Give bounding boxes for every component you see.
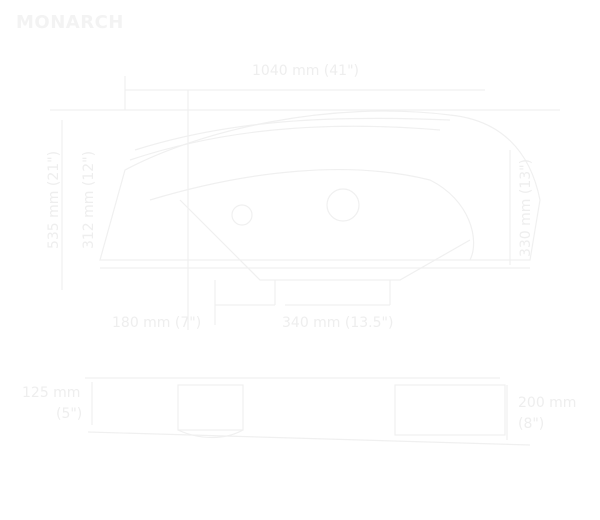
base-length-label: 340 mm (13.5") [282, 315, 394, 331]
brand-logo: MONARCH [16, 12, 124, 33]
side-height-right-inches: (8") [518, 416, 545, 432]
overall-height-label: 535 mm (21") [46, 150, 63, 250]
right-height-label: 330 mm (13") [518, 158, 535, 258]
side-view-outline [85, 377, 531, 446]
front-width-label: 180 mm (7") [112, 315, 202, 331]
side-height-left-inches: (5") [56, 406, 83, 422]
side-height-left-label: 125 mm [22, 385, 81, 401]
top-view-outline [50, 76, 560, 330]
side-height-right-label: 200 mm [518, 395, 577, 411]
overall-length-label: 1040 mm (41") [252, 63, 359, 79]
seat-height-label: 312 mm (12") [81, 150, 98, 250]
